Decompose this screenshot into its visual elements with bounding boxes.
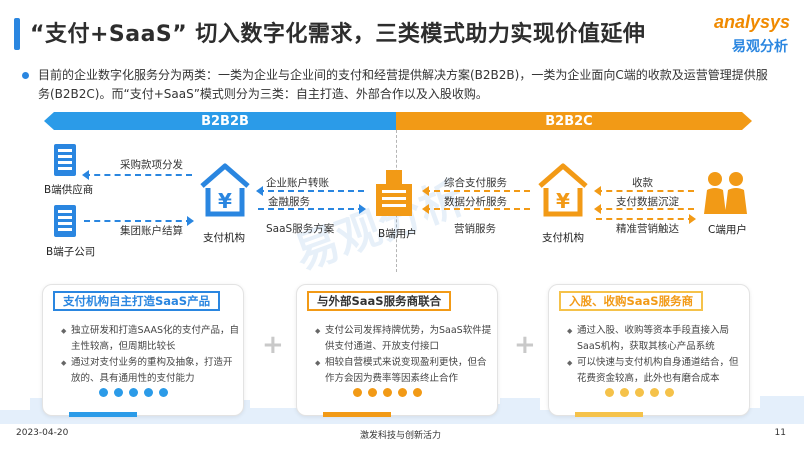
flow-purchase-label: 采购款项分发	[120, 159, 183, 171]
card-item: 独立研发和打造SAAS化的支付产品，自主性较高，但周期比较长	[61, 323, 239, 355]
b-user-label: B端用户	[378, 228, 417, 240]
card-accent-bar	[69, 412, 137, 417]
flow-group-settlement-label: 集团账户结算	[120, 225, 183, 237]
b2b2b-ribbon: B2B2B	[44, 112, 396, 130]
card-title: 入股、收购SaaS服务商	[559, 291, 704, 311]
analysys-logo: analysys 易观分析	[700, 12, 790, 56]
c-user-people-icon	[704, 172, 747, 214]
plus-icon: +	[262, 330, 284, 360]
footer-slogan: 激发科技与创新活力	[360, 431, 442, 441]
card-body: 独立研发和打造SAAS化的支付产品，自主性较高，但周期比较长 通过对支付业务的重…	[61, 323, 239, 387]
flow-payment-data-arrow	[594, 204, 694, 214]
payment-institution-right-label: 支付机构	[542, 232, 584, 244]
flow-precision-marketing-arrow	[596, 214, 696, 224]
flow-payment-data-label: 支付数据沉淀	[616, 196, 679, 208]
title-accent-bar	[14, 18, 20, 50]
flow-collection-label: 收款	[632, 177, 653, 189]
card-item: 支付公司发挥持牌优势，为SaaS软件提供支付通道、开放支付接口	[315, 323, 493, 355]
flow-corp-transfer-arrow	[256, 186, 364, 196]
flow-collection-arrow	[594, 186, 694, 196]
subsidiary-building-icon	[54, 205, 76, 237]
flow-integrated-payment-label: 综合支付服务	[444, 177, 507, 189]
payment-institution-left-label: 支付机构	[203, 232, 245, 244]
footer-date: 2023-04-20	[16, 428, 69, 438]
card-item: 通过入股、收购等资本手段直接入局SaaS机构，获取其核心产品系统	[567, 323, 745, 355]
flow-precision-marketing-label: 精准营销触达	[616, 223, 679, 235]
card-item: 通过对支付业务的重构及抽象，打造开放的、具有通用性的支付能力	[61, 355, 239, 387]
intro-text: 目前的企业数字化服务分为两类：一类为企业与企业间的支付和经营提供解决方案(B2B…	[38, 68, 768, 101]
supplier-building-icon	[54, 144, 76, 176]
flow-marketing-label: 营销服务	[454, 223, 496, 235]
card-self-built: 支付机构自主打造SaaS产品 独立研发和打造SAAS化的支付产品，自主性较高，但…	[42, 284, 244, 417]
card-dots	[353, 388, 422, 397]
card-body: 通过入股、收购等资本手段直接入局SaaS机构，获取其核心产品系统 可以快速与支付…	[567, 323, 745, 387]
logo-wordmark: analysys	[713, 12, 790, 32]
plus-icon: +	[514, 330, 536, 360]
card-acquisition: 入股、收购SaaS服务商 通过入股、收购等资本手段直接入局SaaS机构，获取其核…	[548, 284, 750, 417]
card-item: 相较自营模式来说变现盈利更快，但合作方会因为费率等因素终止合作	[315, 355, 493, 387]
flow-purchase-arrow	[82, 170, 192, 180]
card-partnership: 与外部SaaS服务商联合 支付公司发挥持牌优势，为SaaS软件提供支付通道、开放…	[296, 284, 498, 417]
card-item: 可以快速与支付机构自身通道结合，但花费资金较高，此外也有磨合成本	[567, 355, 745, 387]
b2b2c-ribbon: B2B2C	[396, 112, 752, 130]
logo-chinese-name: 易观分析	[732, 39, 788, 55]
svg-text:¥: ¥	[556, 189, 570, 213]
flow-integrated-payment-arrow	[422, 186, 530, 196]
payment-institution-house-icon: ¥	[538, 163, 588, 217]
card-title: 与外部SaaS服务商联合	[307, 291, 452, 311]
flow-financial-arrow	[258, 204, 366, 214]
card-dots	[605, 388, 674, 397]
page-number: 11	[774, 428, 786, 438]
payment-institution-house-icon: ¥	[200, 163, 250, 217]
card-body: 支付公司发挥持牌优势，为SaaS软件提供支付通道、开放支付接口 相较自营模式来说…	[315, 323, 493, 387]
card-dots	[99, 388, 168, 397]
supplier-label: B端供应商	[44, 184, 94, 196]
flow-saas-solution-label: SaaS服务方案	[266, 223, 335, 235]
flow-corp-transfer-label: 企业账户转账	[266, 177, 329, 189]
flow-group-settlement-arrow	[84, 216, 194, 226]
flow-data-analysis-label: 数据分析服务	[444, 196, 507, 208]
svg-text:¥: ¥	[218, 189, 232, 213]
subsidiary-label: B端子公司	[46, 246, 96, 258]
intro-bullet	[22, 72, 29, 79]
card-title: 支付机构自主打造SaaS产品	[53, 291, 221, 311]
c-user-label: C端用户	[708, 224, 747, 236]
page-title: “支付+SaaS” 切入数字化需求，三类模式助力实现价值延伸	[30, 22, 646, 47]
card-accent-bar	[323, 412, 391, 417]
b-user-building-icon	[376, 170, 412, 216]
flow-financial-label: 金融服务	[268, 196, 310, 208]
flow-data-analysis-arrow	[422, 204, 530, 214]
card-accent-bar	[575, 412, 643, 417]
